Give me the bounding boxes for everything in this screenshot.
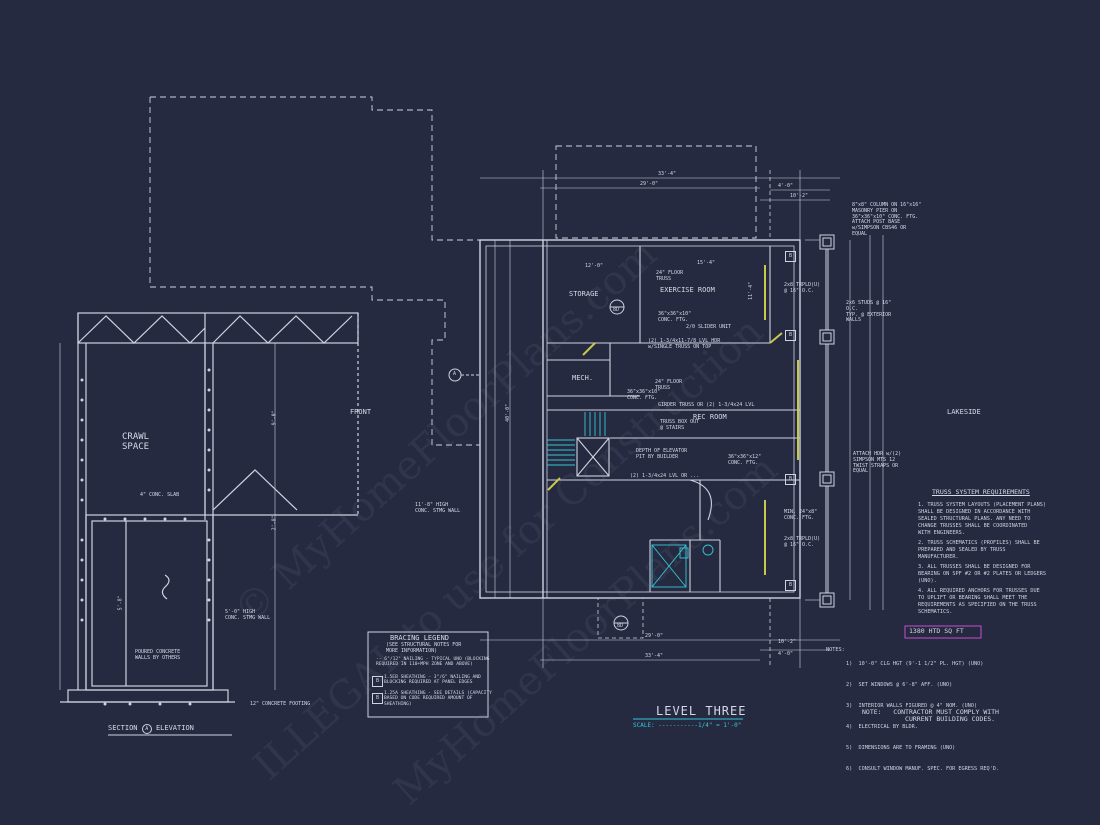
footing-note: 12" CONCRETE FOOTING [250,701,311,707]
room-storage: STORAGE [569,290,599,298]
general-note-4: 4) ELECTRICAL BY BLDR. [846,724,918,731]
section-dim-height: 9'-0" [271,410,278,426]
dim-right-b: 4'-0" [778,651,794,657]
dim-room-w1: 12'-0" [585,263,604,269]
header-top-note: 2x8 TRPLD(U) @ 16" O.C. [784,282,821,294]
bracing-legend-key2: B [372,676,383,687]
plan-dimensions [480,170,884,668]
sqft-label: 1380 HTD SQ FT [909,627,964,635]
label-front: FRONT [350,408,372,416]
girder-note: GIRDER TRUSS OR (2) 1-3/4x24 LVL [658,402,755,408]
general-note-2: 2) SET WINDOWS @ 6'-8" AFF. (UNO) [846,682,953,689]
bracing-tag-2: B [785,330,796,341]
section-dim-mid: 2'-8" [271,515,278,531]
slider-note: 2/0 SLIDER UNIT [686,324,732,330]
general-note-3: 3) INTERIOR WALLS FIGURED @ 4" NOM. (UNO… [846,703,978,710]
lvl-note: (2) 1-3/4x11-7/8 LVL HDR w/SINGLE TRUSS … [648,338,721,350]
plan-interior-walls [547,246,800,592]
bracing-legend-key3: B [372,693,383,704]
room-mech: MECH. [572,374,594,382]
truss-box-note: TRUSS BOX OUT @ STAIRS [660,419,700,431]
upper-level-outline [149,96,757,446]
dim-room-w2: 15'-4" [697,260,716,266]
level-title: LEVEL THREE [656,704,747,718]
general-notes-heading: NOTES: [826,647,845,653]
truss-req-item-3: 3. ALL TRUSSES SHALL BE DESIGNED FOR BEA… [918,564,1047,585]
section-dim-lower: 5'-8" [117,595,124,611]
conc-ftg-note-1: 36"x36"x10" CONC. FTG. [658,311,692,323]
bracing-legend-subtitle: (SEE STRUCTURAL NOTES FOR MORE INFORMATI… [386,642,462,654]
truss-requirements-title: TRUSS SYSTEM REQUIREMENTS [932,488,1030,496]
dim-top-overall: 33'-4" [658,171,677,177]
label-lakeside: LAKESIDE [947,408,981,416]
marker-80-bottom: 8D [617,623,624,629]
dim-top-right: 4'-0" [778,183,794,189]
scale-label: SCALE: -----------1/4" = 1'-0" [633,722,742,729]
dim-top-inner: 29'-0" [640,181,659,187]
sqft-box [904,625,982,639]
header-bottom-note: 2x8 TRPLD(U) @ 16" O.C. [784,536,821,548]
section-title-text: SECTION [108,724,138,732]
general-note-6: 6) CONSULT WINDOW MANUF. SPEC. FOR EGRES… [846,766,1000,773]
section-marker-a: A [453,371,457,377]
dim-room-h: 11'-4" [748,281,755,300]
plan-columns [819,234,835,608]
column-note: 8"x8" COLUMN ON 16"x16" MASONRY PIER ON … [852,202,922,237]
bracing-tag-4: B [785,580,796,591]
studs-note: 2x6 STUDS @ 16" O.C. TYP. @ EXTERIOR WAL… [846,300,892,324]
dim-top-seg: 10'-2" [790,193,809,199]
general-note-5: 5) DIMENSIONS ARE TO FRAMING (UNO) [846,745,956,752]
section-title-marker: A [141,724,152,734]
bracing-legend-box [367,631,489,718]
lvl-lower-note: (2) 1-3/4x24 LVL OR ... [630,473,700,479]
dim-bottom-inner: 29'-0" [645,633,664,639]
conc-ftg-note-2: 36"x36"x10" CONC. FTG. [627,389,661,401]
general-notes: NOTES: 1) 10'-0" CLG HGT (9'-1 1/2" PL. … [826,647,999,787]
marker-80-top: 8D [613,307,620,313]
contractor-note: NOTE: CONTRACTOR MUST COMPLY WITH CURREN… [862,708,999,724]
bracing-legend-item1: -- 6"/12" NAILING - TYPICAL UNO (BLOCKIN… [376,657,490,668]
elevator-pit-note: DEPTH OF ELEVATOR PIT BY BUILDER [636,448,688,460]
dim-left-total: 40'-0" [505,403,512,422]
bracing-tag-1: B [785,251,796,262]
section-elevation-drawing [59,312,359,703]
stemwall-note-section: 5'-0" HIGH CONC. STMG WALL [225,609,271,621]
bracing-legend-title: BRACING LEGEND [390,634,450,642]
dim-right-seg: 10'-2" [778,639,797,645]
section-title: SECTION A ELEVATION [108,724,194,734]
section-rebar-dots [80,368,211,706]
bracing-legend-item3: 1.25A SHEATHING - SEE DETAILS (CAPACITY … [384,691,492,707]
min-conc-note: MIN. 24"x8" CONC. FTG. [784,509,818,521]
room-rec: REC ROOM [693,413,727,421]
slab-note: 4" CONC. SLAB [140,492,180,498]
floor-truss-note-1: 24" FLOOR TRUSS [656,270,684,282]
stemwall-note-plan: 11'-8" HIGH CONC. STMG WALL [415,502,461,514]
truss-requirements-list: 1. TRUSS SYSTEM LAYOUTS (PLACEMENT PLANS… [918,502,1093,616]
section-title-suffix: ELEVATION [155,724,194,732]
conc-ftg-note-3: 36"x36"x12" CONC. FTG. [728,454,762,466]
truss-req-item-4: 4. ALL REQUIRED ANCHORS FOR TRUSSES DUE … [918,588,1040,616]
attach-header-note: ATTACH HDR w/(2) SIMPSON MTS 12 TWIST ST… [853,451,902,475]
plan-stair [547,412,714,588]
truss-req-item-1: 1. TRUSS SYSTEM LAYOUTS (PLACEMENT PLANS… [918,502,1047,537]
truss-req-item-2: 2. TRUSS SCHEMATICS (PROFILES) SHALL BE … [918,540,1040,561]
room-exercise: EXERCISE ROOM [660,286,715,294]
dim-bottom-overall: 33'-4" [645,653,664,659]
floor-truss-note-2: 24" FLOOR TRUSS [655,379,683,391]
poured-walls-note: POURED CONCRETE WALLS BY OTHERS [135,649,181,661]
plan-openings [547,265,799,575]
bracing-legend-item2: 1.5EB SHEATHING - 3"/6" NAILING AND BLOC… [384,675,481,686]
crawl-space-label: CRAWL SPACE [122,432,150,453]
bracing-tag-3: B [785,474,796,485]
general-note-1: 1) 10'-0" CLG HGT (9'-1 1/2" PL. HGT) (U… [846,661,984,668]
